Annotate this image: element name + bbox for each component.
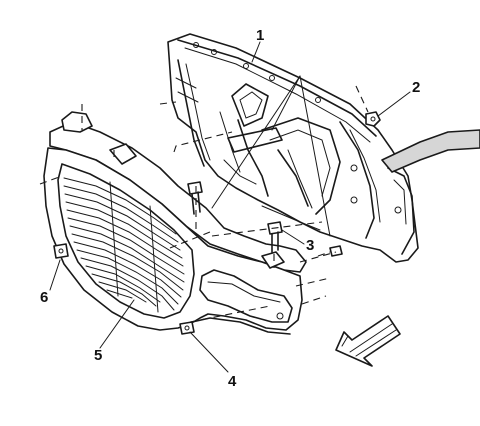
- fastener-nut: [329, 245, 343, 257]
- alignment-lines: [39, 85, 369, 323]
- radiator-support: [167, 33, 419, 263]
- callout-1: 1: [256, 27, 264, 44]
- hood-seal: [381, 129, 480, 173]
- fastener-2: [365, 111, 381, 127]
- fastener-4: [179, 321, 195, 335]
- fastener-6: [53, 243, 69, 259]
- callout-3: 3: [306, 237, 314, 254]
- fastener-3b: [187, 181, 203, 215]
- callout-6: 6: [40, 289, 48, 306]
- front-arrow-icon: [335, 315, 401, 367]
- callout-2: 2: [412, 79, 420, 96]
- callout-4: 4: [228, 373, 237, 390]
- callout-5: 5: [94, 347, 102, 364]
- grille: [43, 111, 307, 335]
- leader-lines: [49, 41, 411, 373]
